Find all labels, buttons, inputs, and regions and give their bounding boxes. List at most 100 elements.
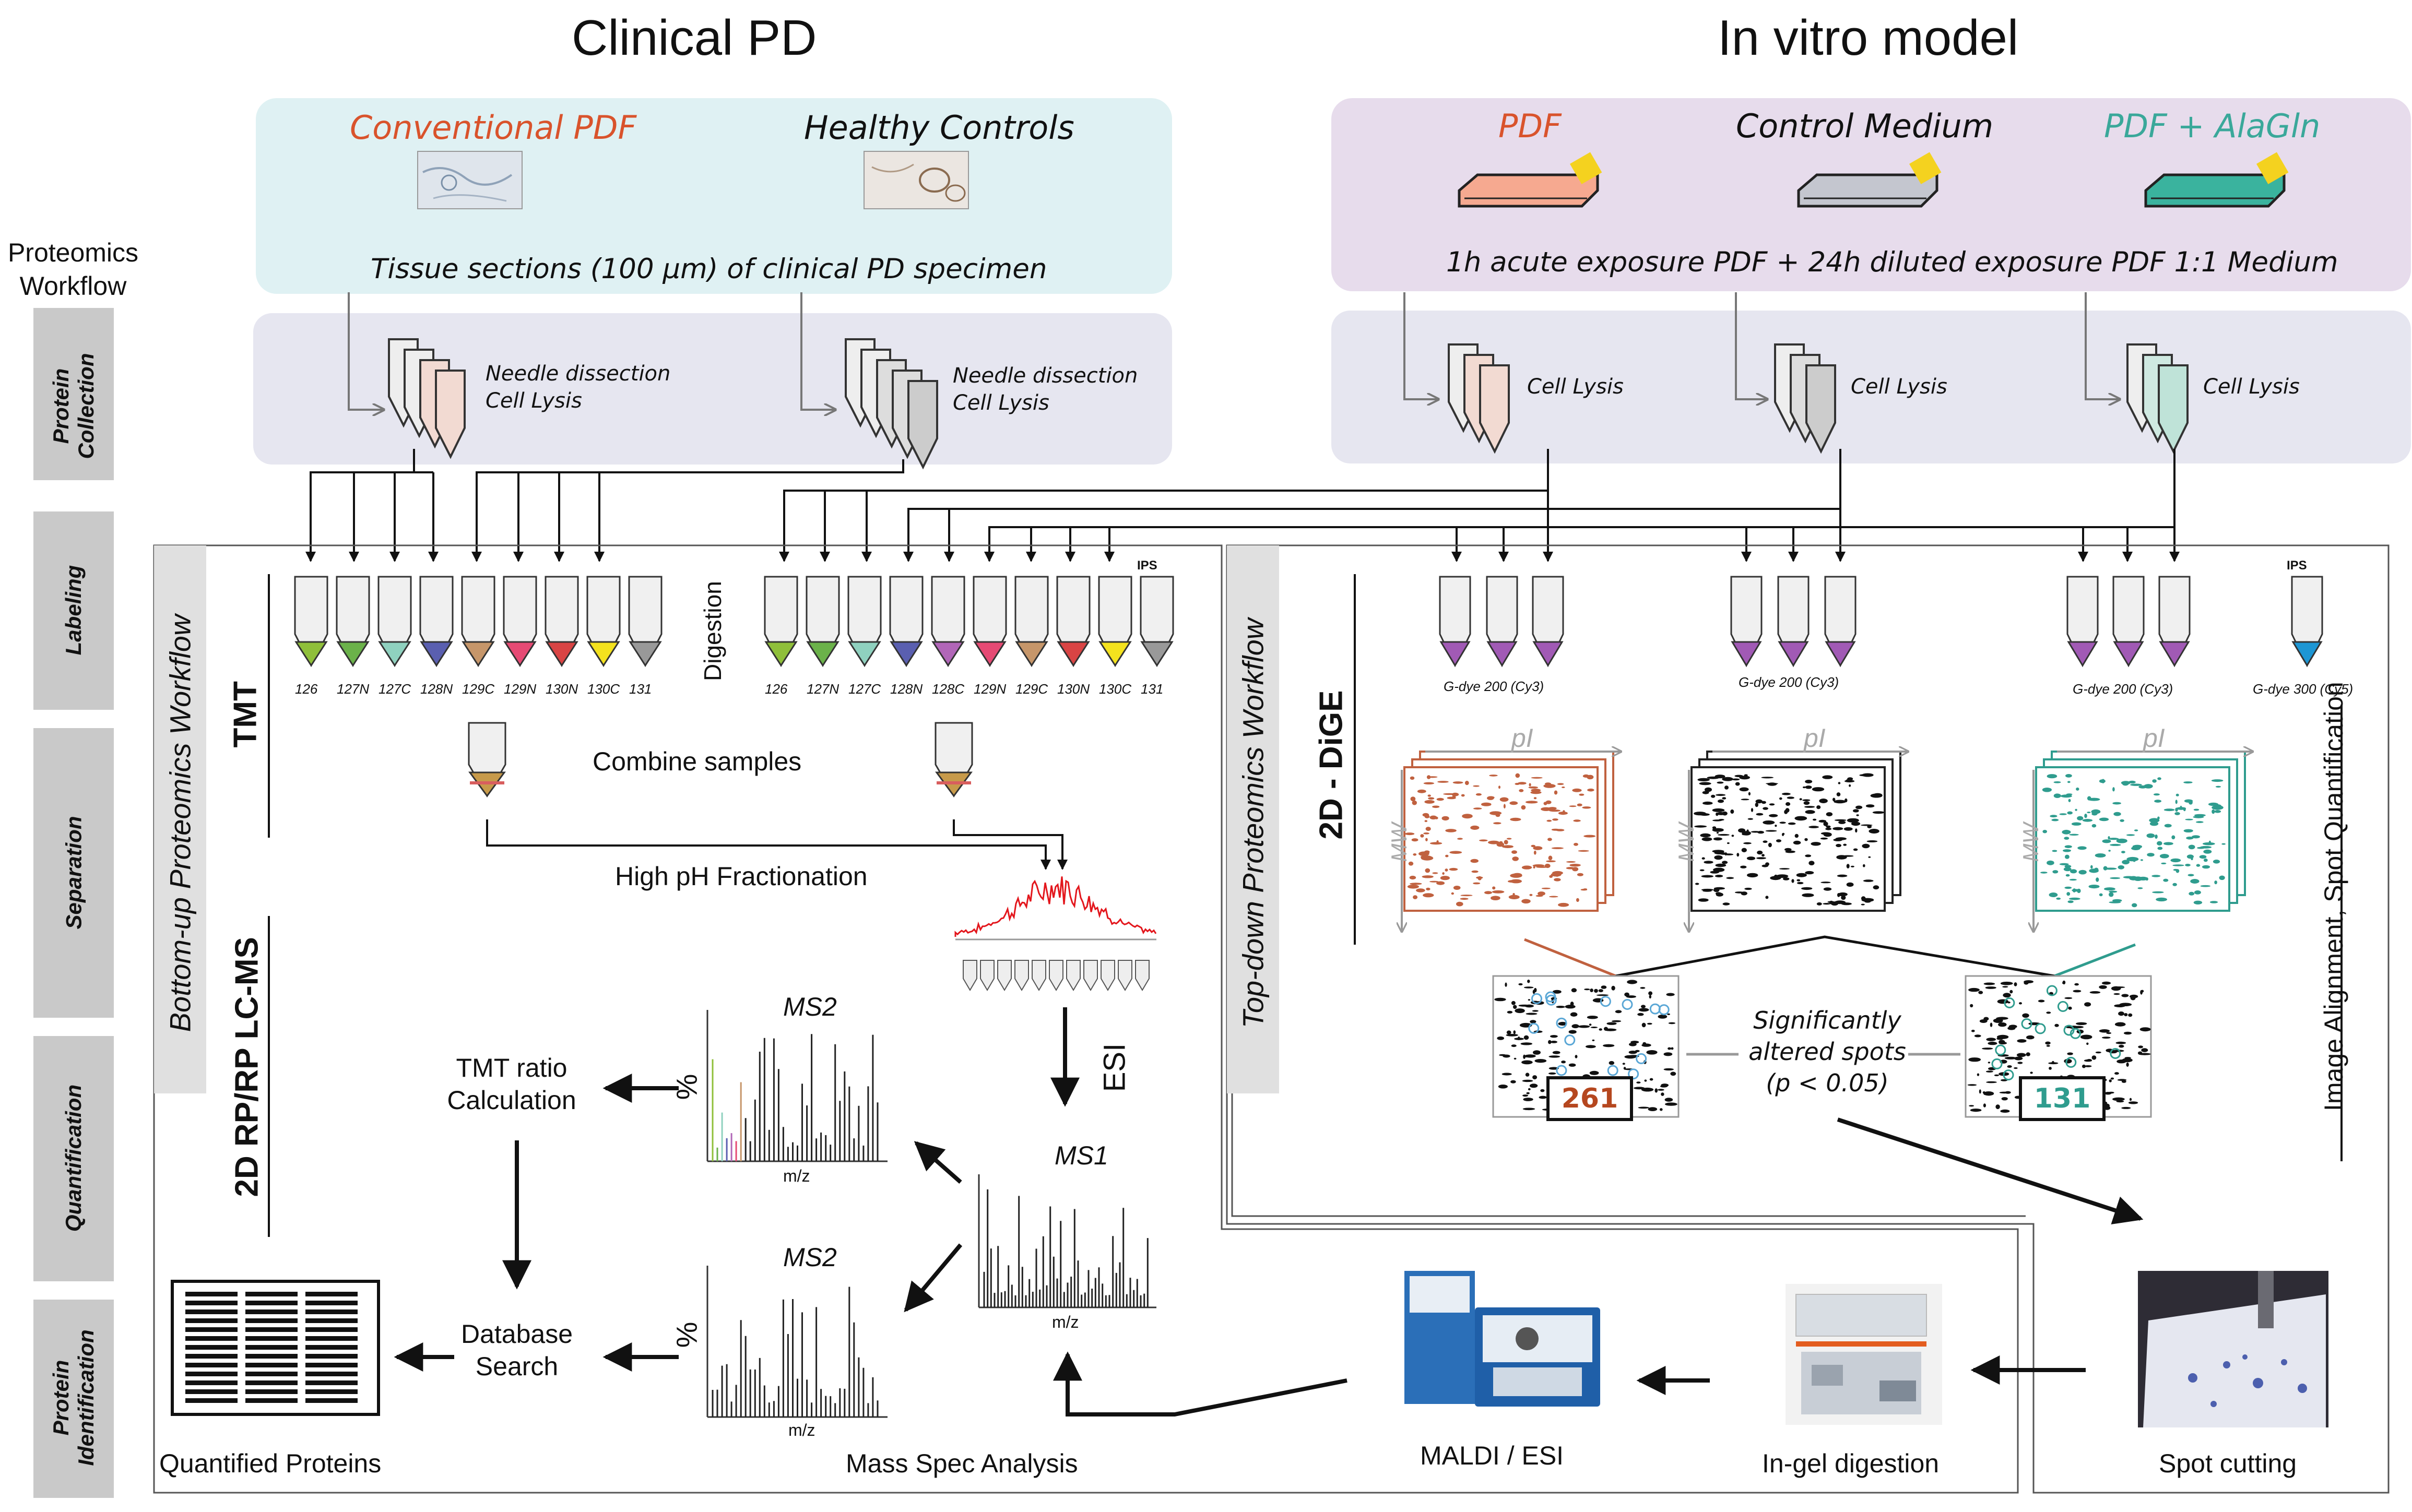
gel-spot xyxy=(2212,809,2215,814)
gel-spot xyxy=(1969,1105,1974,1107)
gel-spot xyxy=(1818,819,1827,823)
gel-spot xyxy=(1983,982,1995,985)
gel-spot xyxy=(2069,878,2077,881)
gel-spot xyxy=(1541,887,1551,889)
gel-spot xyxy=(1714,851,1725,855)
gel-spot xyxy=(1565,1005,1576,1009)
gel-spot xyxy=(1702,791,1709,794)
gel-spot xyxy=(1755,799,1763,804)
gel-spot xyxy=(1804,806,1815,808)
mw-label-2: MW xyxy=(1674,823,1698,862)
gel-spot xyxy=(1736,853,1740,857)
gel-spot xyxy=(1982,1091,1985,1094)
protein-row xyxy=(185,1372,238,1376)
tmt-tube-label: 127N xyxy=(337,681,370,697)
gel-spot xyxy=(1503,1054,1510,1058)
gel-spot xyxy=(1489,811,1502,815)
gel-spot xyxy=(1646,1050,1658,1055)
gel-spot xyxy=(1488,840,1499,844)
gel-spot xyxy=(1791,879,1794,883)
fraction-tube xyxy=(1135,960,1150,991)
gel-spot xyxy=(2163,808,2175,812)
gel-spot xyxy=(1802,893,1814,897)
gel-spot xyxy=(1572,788,1582,792)
gel-spot xyxy=(2196,821,2204,823)
spot-count-right: 131 xyxy=(2033,1083,2091,1114)
gel-spot xyxy=(1522,1108,1535,1111)
gel-spot xyxy=(1577,873,1583,876)
gel-spot xyxy=(1657,1089,1664,1091)
gel-spot xyxy=(1473,785,1480,787)
gel-spot xyxy=(1426,775,1431,779)
pdf-alagln-label: PDF + AlaGln xyxy=(2104,107,2321,145)
gel-spot xyxy=(1548,855,1553,861)
gel-spot xyxy=(1849,784,1851,787)
gel-spot xyxy=(2104,867,2117,870)
gel-spot xyxy=(2139,1027,2151,1032)
gel-spot xyxy=(1429,842,1443,845)
gel-spot xyxy=(1872,811,1885,814)
gel-spot xyxy=(1512,873,1522,877)
gel-spot xyxy=(1409,875,1416,880)
gel-spot xyxy=(2208,802,2219,806)
gel-spot xyxy=(1668,1047,1672,1050)
gel-spot xyxy=(1637,1013,1644,1016)
gel-spot xyxy=(1473,807,1482,810)
protein-row xyxy=(245,1389,298,1394)
gel-spot xyxy=(1718,799,1724,803)
gel-spot xyxy=(1712,826,1717,829)
gel-spot xyxy=(1428,797,1435,800)
gel-spot xyxy=(1756,857,1766,860)
gel-spot xyxy=(2094,867,2099,872)
gel-spot xyxy=(2051,1061,2054,1065)
gel-spot xyxy=(1853,848,1858,851)
altered-spot-marker xyxy=(1636,1053,1647,1064)
top-down-title-tab xyxy=(1227,545,1279,1093)
gel-spot xyxy=(2194,890,2201,895)
gel-spot xyxy=(2193,816,2204,818)
gel-spot xyxy=(1445,829,1457,832)
gel-spot xyxy=(1410,883,1422,885)
altered-spot-marker xyxy=(1607,1065,1618,1076)
protein-row xyxy=(185,1336,238,1341)
gel-spot xyxy=(1863,864,1865,867)
gel-spot xyxy=(1546,819,1552,822)
gel-spot xyxy=(2186,836,2194,840)
gel-spot xyxy=(1805,810,1815,814)
gel-spot xyxy=(1704,861,1713,864)
gel-spot xyxy=(1603,1044,1615,1047)
tissue-sections-caption: Tissue sections (100 µm) of clinical PD … xyxy=(371,253,1047,285)
tmt-tubes-set2 xyxy=(764,576,1174,668)
gel-spot xyxy=(1529,894,1533,896)
protein-row xyxy=(245,1292,298,1296)
gel-spot xyxy=(1983,1103,1986,1108)
gel-spot xyxy=(1735,782,1740,786)
gel-spot xyxy=(2099,1029,2110,1033)
gel-spot xyxy=(1538,891,1545,896)
gel-spot xyxy=(2154,800,2161,803)
gel-spot xyxy=(1695,883,1699,885)
gel-spot xyxy=(1510,817,1521,822)
gel-spot xyxy=(2069,897,2080,900)
gel-spot xyxy=(2110,877,2121,879)
gel-spot xyxy=(1705,787,1712,792)
gel-spot xyxy=(1573,819,1581,822)
gel-spot xyxy=(1712,808,1725,812)
gel-spot xyxy=(2075,808,2077,811)
gel-spot xyxy=(1701,875,1713,878)
gel-spot xyxy=(1855,805,1863,809)
gel-spot xyxy=(2062,982,2065,984)
gel-spot xyxy=(2200,885,2210,887)
gel-spot xyxy=(1714,855,1723,860)
gel-spot xyxy=(1526,1013,1538,1015)
gel-spot xyxy=(2053,793,2061,798)
gel-spot xyxy=(2141,1048,2148,1052)
gel-spot xyxy=(1544,863,1551,868)
gel-spot xyxy=(2072,889,2080,892)
gel-spot xyxy=(1520,1042,1533,1045)
gel-spot xyxy=(1816,805,1821,809)
protein-row xyxy=(245,1398,298,1403)
gel-spot xyxy=(2049,1067,2052,1070)
gel-spot xyxy=(1715,775,1725,779)
tmt-tube-label: 128C xyxy=(932,681,965,697)
